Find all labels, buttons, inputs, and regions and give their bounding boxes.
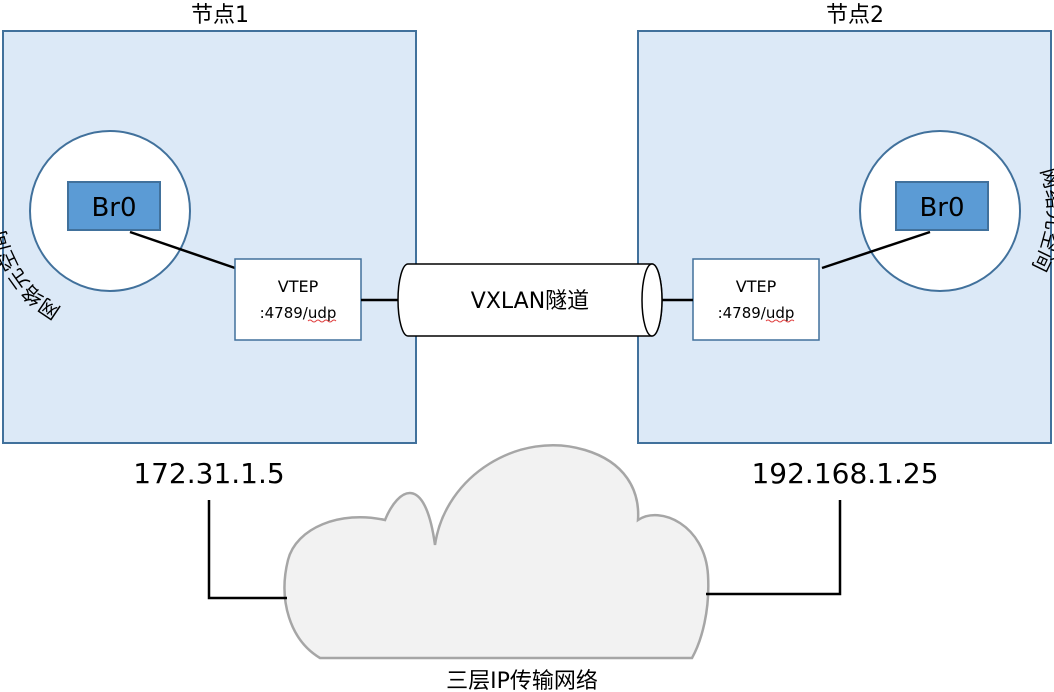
node2-vtep-label: VTEP [736,277,777,296]
node2-vtep-port: :4789/udp [718,304,795,322]
node2-bridge-label: Br0 [919,193,964,223]
node1-bridge-label: Br0 [91,193,136,223]
node2-ip: 192.168.1.25 [751,457,938,490]
transport-network-cloud [283,444,710,660]
node1-network-link [207,500,287,600]
node1-bridge-br0 [67,181,161,231]
node1-title: 节点1 [191,3,249,28]
node1-vtep-box [234,258,362,341]
node2-bridge-vtep-link [821,230,931,270]
node2-bridge-br0 [895,181,989,231]
vxlan-tunnel [397,263,663,337]
node1-vtep-port: :4789/udp [260,304,337,322]
node1-ip: 172.31.1.5 [133,457,284,490]
node2-network-link [706,500,842,596]
node1-vtep-label: VTEP [278,277,319,296]
network-label: 三层IP传输网络 [446,669,598,692]
node2-title: 节点2 [826,3,884,28]
node1-bridge-vtep-link [129,230,236,270]
node1-spellcheck-squiggle [307,319,337,323]
node2-spellcheck-squiggle [765,319,795,323]
node2-vtep-box [692,258,820,341]
tunnel-label: VXLAN隧道 [471,289,589,314]
